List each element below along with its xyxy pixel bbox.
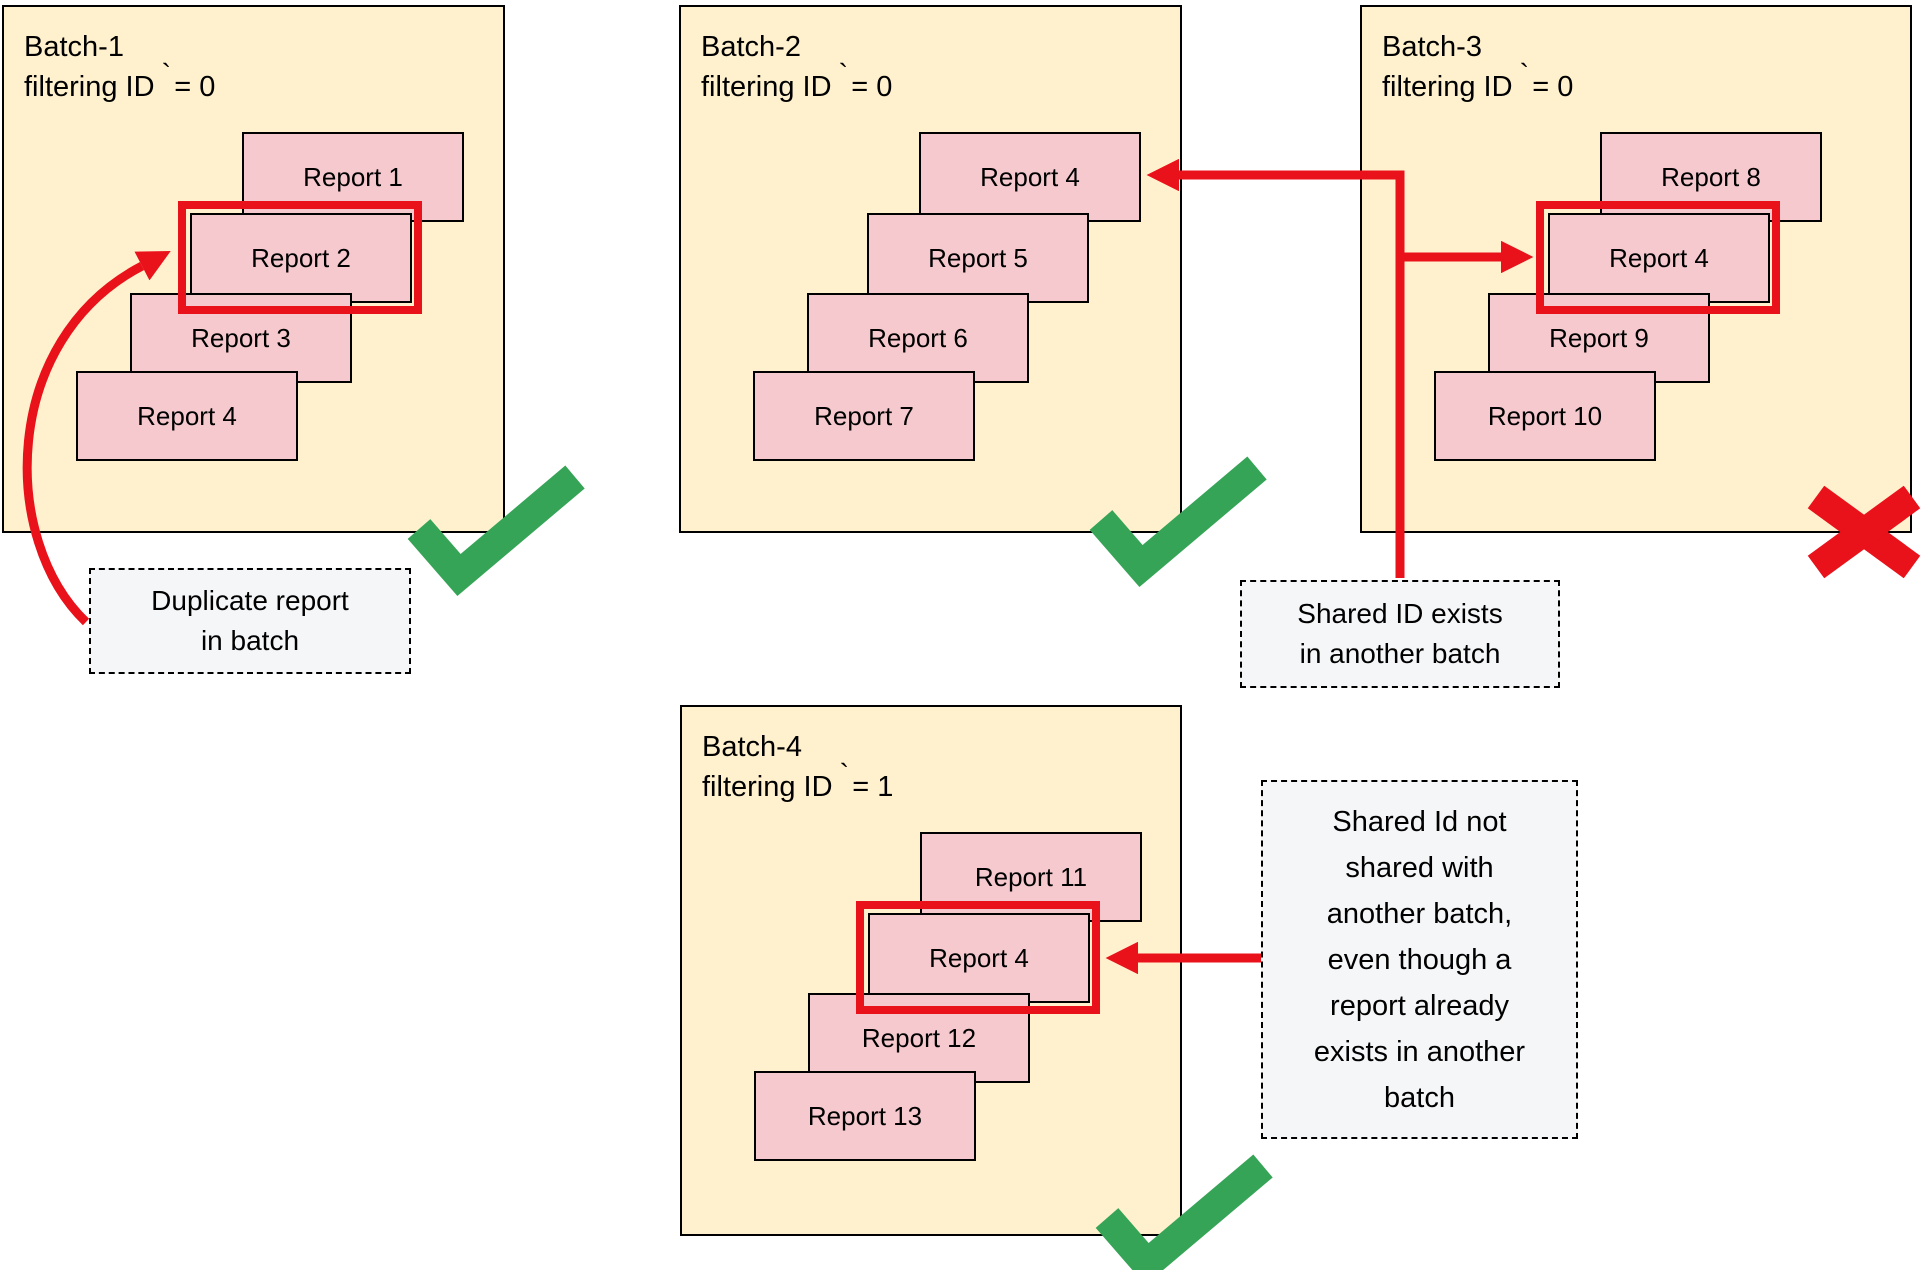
report-label: Report 8 xyxy=(1661,161,1761,192)
tick-mark: ` xyxy=(1519,58,1530,91)
batch-name-text: Batch-2 xyxy=(701,31,801,63)
batch-name-text: Batch-1 xyxy=(24,31,124,63)
report-card: Report 10 xyxy=(1434,371,1656,461)
tick-mark: ` xyxy=(839,758,850,791)
report-card: Report 4 xyxy=(1548,213,1770,303)
duplicate-report-note: Duplicate report in batch xyxy=(89,568,411,674)
note-line: exists in another xyxy=(1313,1035,1526,1068)
note-line: in another batch xyxy=(1299,638,1501,669)
report-label: Report 7 xyxy=(814,400,914,431)
filter-label: filtering ID xyxy=(24,71,155,103)
report-label: Report 12 xyxy=(861,1022,977,1053)
tick-mark: ` xyxy=(161,58,172,91)
batch-name: Batch-4 xyxy=(702,727,893,767)
filter-label: filtering ID xyxy=(1382,71,1513,103)
report-card: Report 13 xyxy=(754,1071,976,1161)
report-label: Report 2 xyxy=(251,242,351,273)
report-label: Report 3 xyxy=(191,322,291,353)
filter-value: = 1 xyxy=(852,771,894,803)
tick-mark: ` xyxy=(838,58,849,91)
report-label: Report 11 xyxy=(974,861,1088,892)
batch-name-text: Batch-3 xyxy=(1382,31,1482,63)
report-card: Report 12 xyxy=(808,993,1030,1083)
report-label: Report 4 xyxy=(980,161,1080,192)
report-label: Report 10 xyxy=(1487,400,1603,431)
note-line: report already xyxy=(1330,989,1509,1022)
filter-label: filtering ID xyxy=(702,771,833,803)
batch-name: Batch-2 xyxy=(701,27,892,67)
batch-filter-line: filtering ID`= 1 xyxy=(702,759,894,807)
batch-name: Batch-3 xyxy=(1382,27,1573,67)
note-line: Duplicate report xyxy=(151,585,349,616)
batch-name: Batch-1 xyxy=(24,27,215,67)
filter-label: filtering ID xyxy=(701,71,832,103)
not-shared-id-note: Shared Id not shared with another batch, ev… xyxy=(1261,780,1578,1139)
report-label: Report 13 xyxy=(807,1100,923,1131)
report-card: Report 11 xyxy=(920,832,1142,922)
report-label: Report 9 xyxy=(1549,322,1649,353)
report-card: Report 1 xyxy=(242,132,464,222)
filter-value: = 0 xyxy=(1532,71,1574,103)
report-card: Report 4 xyxy=(868,913,1090,1003)
note-line: another batch, xyxy=(1326,897,1513,930)
report-card: Report 3 xyxy=(130,293,352,383)
report-card: Report 5 xyxy=(867,213,1089,303)
report-card: Report 4 xyxy=(919,132,1141,222)
note-line: even though a xyxy=(1327,943,1512,976)
report-card: Report 7 xyxy=(753,371,975,461)
note-line: batch xyxy=(1384,1081,1455,1114)
batch-filter-line: filtering ID`= 0 xyxy=(701,59,893,107)
note-line: Shared ID exists xyxy=(1297,598,1503,629)
report-label: Report 6 xyxy=(868,322,968,353)
report-label: Report 5 xyxy=(928,242,1028,273)
note-line: shared with xyxy=(1345,851,1494,884)
filter-value: = 0 xyxy=(851,71,893,103)
report-card: Report 6 xyxy=(807,293,1029,383)
report-label: Report 1 xyxy=(303,161,403,192)
note-line: Shared Id not xyxy=(1332,805,1507,838)
note-line: in batch xyxy=(200,625,300,656)
report-card: Report 4 xyxy=(76,371,298,461)
report-card: Report 8 xyxy=(1600,132,1822,222)
report-label: Report 4 xyxy=(929,942,1029,973)
report-card: Report 9 xyxy=(1488,293,1710,383)
report-label: Report 4 xyxy=(1609,242,1709,273)
shared-id-note: Shared ID exists in another batch xyxy=(1240,580,1560,688)
batch-filter-line: filtering ID`= 0 xyxy=(24,59,216,107)
filter-value: = 0 xyxy=(174,71,216,103)
report-card: Report 2 xyxy=(190,213,412,303)
batch-filter-line: filtering ID`= 0 xyxy=(1382,59,1574,107)
batch-name-text: Batch-4 xyxy=(702,731,802,763)
report-label: Report 4 xyxy=(137,400,237,431)
